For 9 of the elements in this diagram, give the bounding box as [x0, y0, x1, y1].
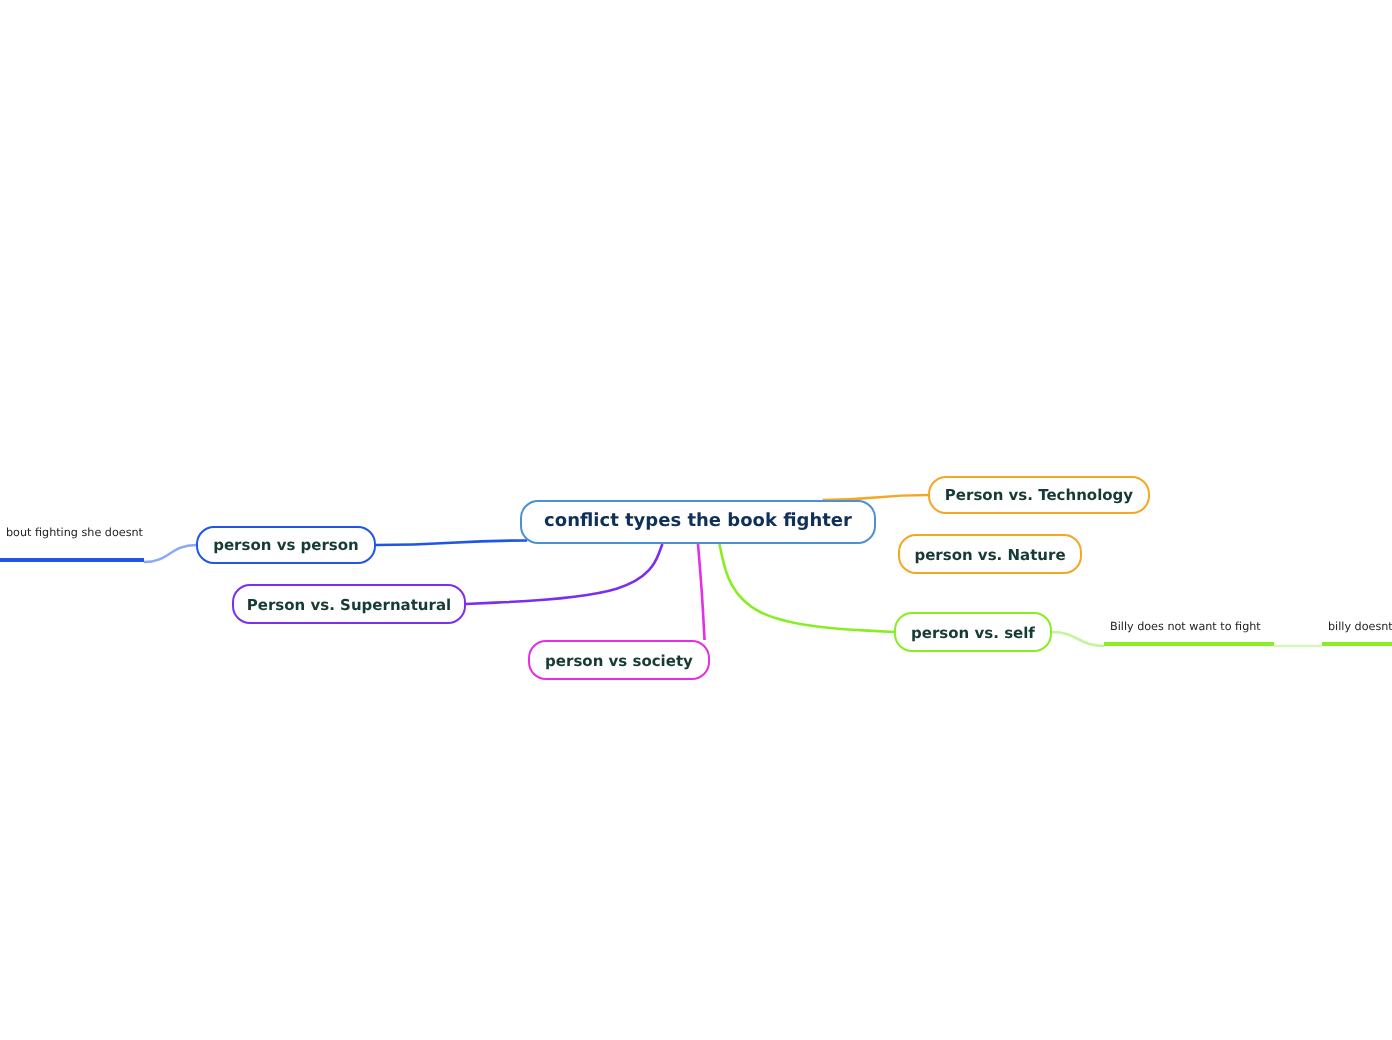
- branch-line: [376, 539, 528, 547]
- branch-line: [696, 543, 706, 641]
- branch-line: [143, 543, 197, 564]
- branch-line: [718, 543, 895, 634]
- branch-line: [1051, 630, 1105, 648]
- branch-line: [465, 543, 664, 606]
- branch-line: [822, 493, 928, 502]
- central-topic-box: conflict types the book fighter: [520, 500, 876, 544]
- branch-line: [1274, 644, 1322, 648]
